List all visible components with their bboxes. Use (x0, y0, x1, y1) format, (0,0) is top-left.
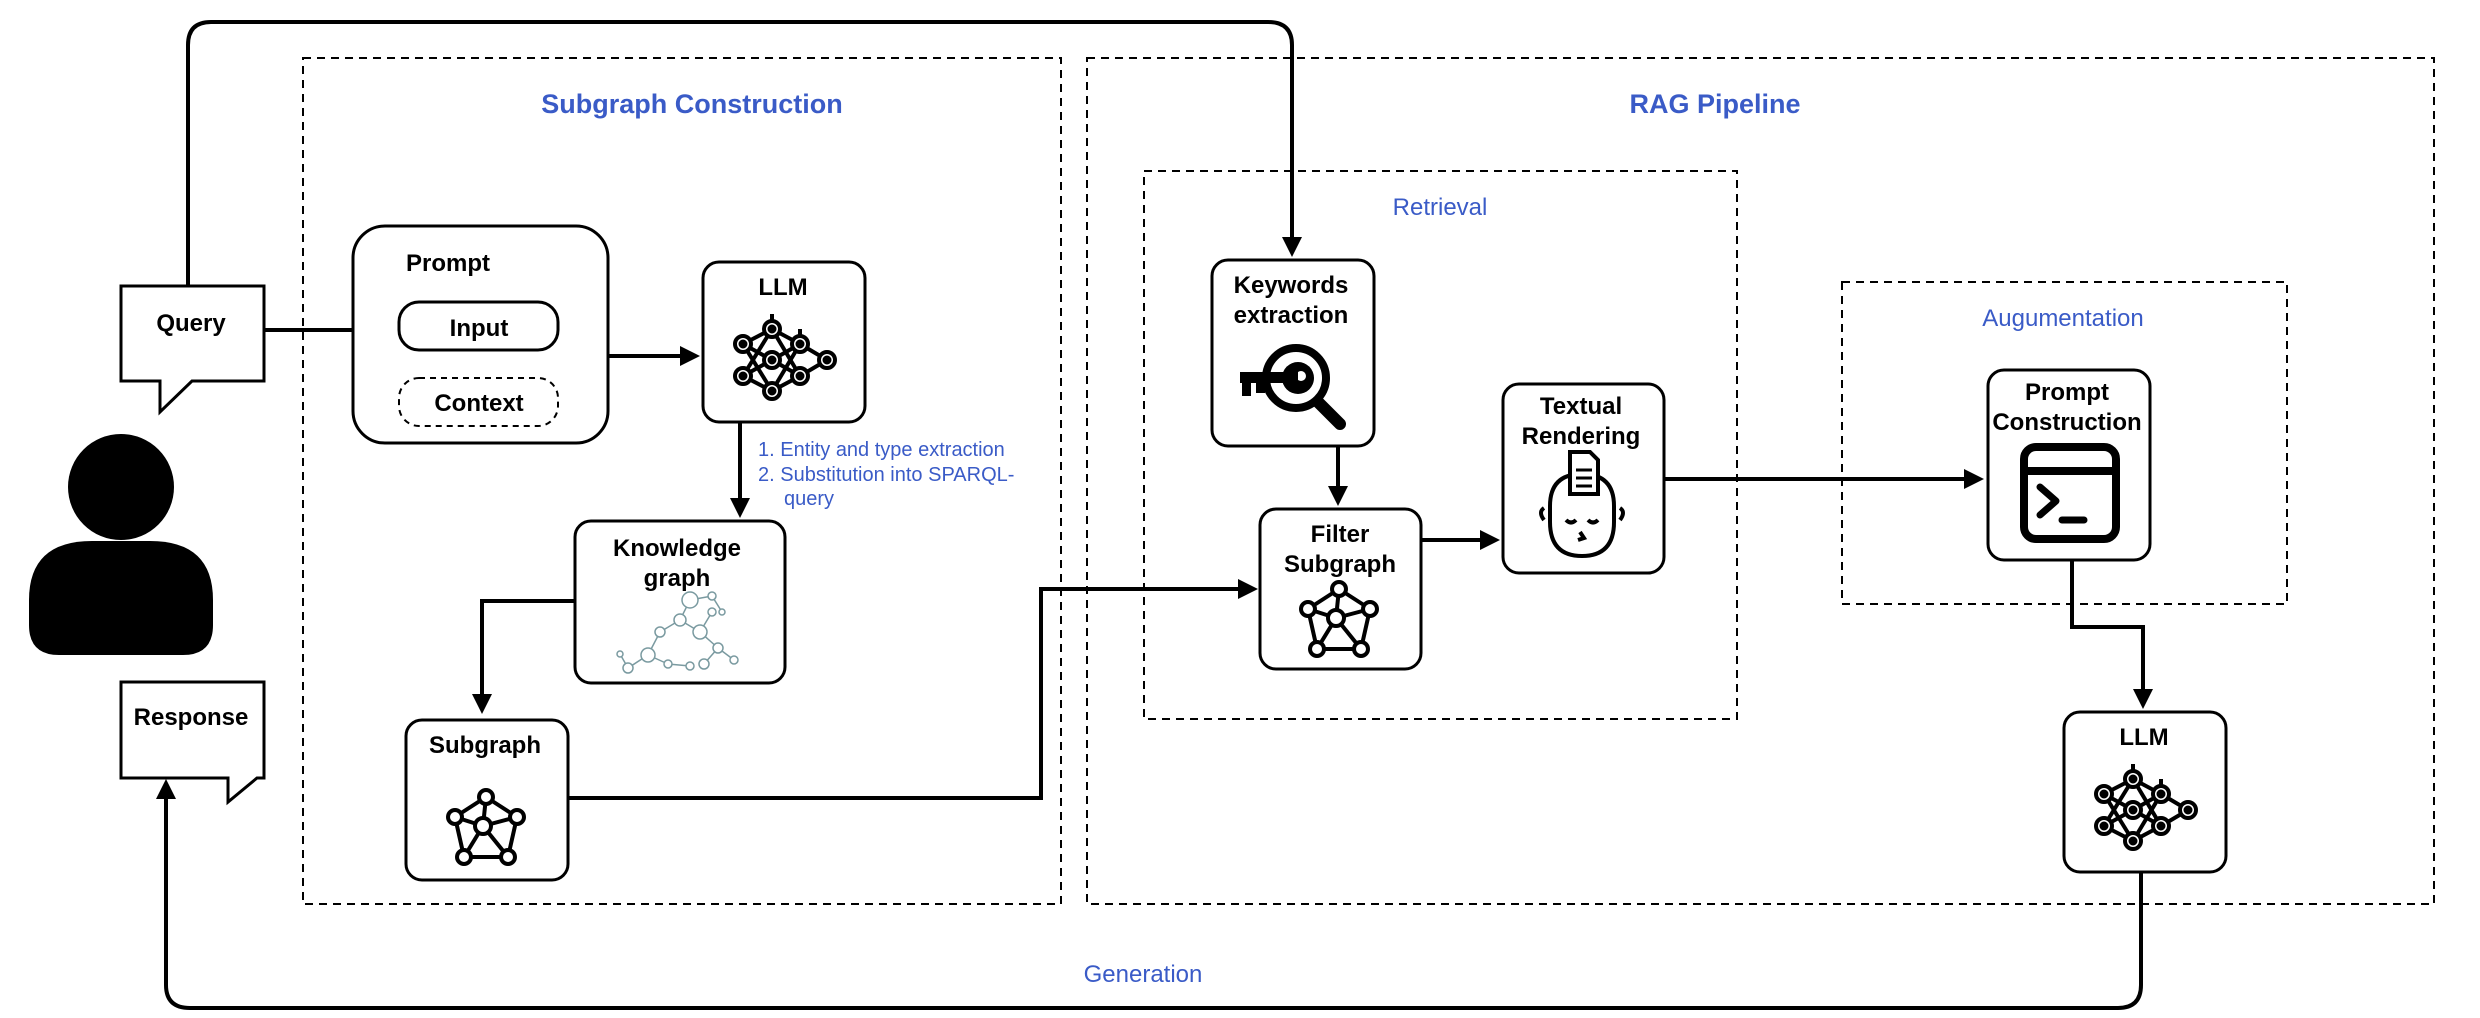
llm-top-label: LLM (758, 274, 807, 301)
graph-network-icon (446, 788, 526, 866)
generation-label: Generation (1084, 961, 1203, 988)
keywords-extraction-box (1210, 258, 1376, 448)
prompt-construction-label-2: Construction (1992, 409, 2141, 436)
query-to-keywords-arrow (186, 20, 1302, 290)
knowledge-graph-illustration (616, 591, 739, 674)
user-icon (29, 434, 213, 655)
head-document-icon (1539, 450, 1625, 559)
step-1: 1. Entity and type extraction (758, 439, 1005, 461)
knowledge-graph-label-2: graph (644, 565, 711, 592)
query-label: Query (156, 310, 226, 337)
knowledge-graph-box (573, 519, 787, 685)
step-2: 2. Substitution into SPARQL- (758, 464, 1014, 486)
llm-to-response-arrow (156, 779, 2143, 1010)
augumentation-title: Augumentation (1982, 305, 2143, 332)
filter-subgraph-label-1: Filter (1311, 521, 1370, 548)
keywords-extraction-label-1: Keywords (1234, 272, 1349, 299)
prompt-construction-box (1986, 368, 2152, 562)
prompt-construction-label-1: Prompt (2025, 379, 2109, 406)
response-label: Response (134, 704, 249, 731)
neural-network-icon (2094, 764, 2198, 851)
rag-pipeline-region (1086, 57, 2435, 905)
graph-network-icon (1299, 580, 1379, 658)
prompt-label: Prompt (406, 250, 490, 277)
textual-rendering-label-1: Textual (1540, 393, 1622, 420)
input-slot (397, 300, 560, 352)
response-bubble (119, 680, 266, 806)
augumentation-region (1841, 281, 2288, 605)
context-label: Context (434, 390, 523, 417)
kg-to-subgraph-arrow (472, 599, 575, 714)
subgraph-construction-region (302, 57, 1062, 905)
query-bubble (119, 284, 266, 416)
prompt-construction-to-llm-arrow (2070, 560, 2153, 709)
filter-subgraph-label-2: Subgraph (1284, 551, 1396, 578)
retrieval-region (1143, 170, 1738, 720)
input-label: Input (450, 315, 509, 342)
llm-bottom-label: LLM (2119, 724, 2168, 751)
subgraph-construction-title: Subgraph Construction (541, 89, 842, 119)
neural-network-icon (733, 314, 837, 401)
retrieval-title: Retrieval (1393, 194, 1488, 221)
keywords-extraction-label-2: extraction (1234, 302, 1349, 329)
subgraph-to-filter-arrow (567, 579, 1258, 800)
knowledge-graph-label-1: Knowledge (613, 535, 741, 562)
terminal-icon (2020, 443, 2120, 543)
key-search-icon (1240, 344, 1346, 430)
textual-rendering-label-2: Rendering (1522, 423, 1641, 450)
subgraph-label: Subgraph (429, 732, 541, 759)
rag-pipeline-title: RAG Pipeline (1629, 89, 1800, 119)
step-2-cont: query (784, 488, 834, 510)
context-slot (398, 377, 559, 427)
